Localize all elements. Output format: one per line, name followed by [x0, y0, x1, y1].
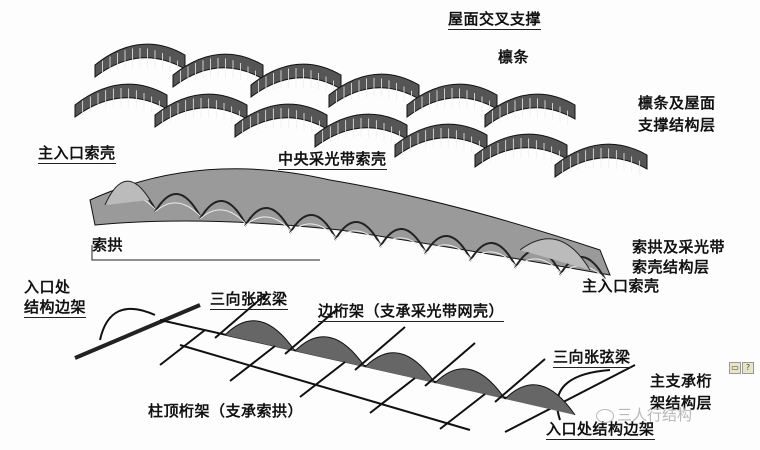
column: [229, 345, 276, 382]
minimize-button[interactable]: ▭: [729, 362, 741, 374]
cable-arch-mesh: [154, 202, 201, 217]
cable-arch-mesh: [514, 258, 561, 273]
roof-vault: [484, 93, 576, 129]
label-entrance-edge-frame-1: 入口处: [24, 278, 71, 296]
cable-arch-mesh: [244, 216, 291, 231]
column-top-truss-chord: [179, 344, 471, 431]
column: [214, 294, 266, 339]
column: [159, 329, 206, 366]
label-purlin-layer-2: 支撑结构层: [638, 116, 716, 134]
column: [369, 377, 416, 414]
cable-arch-mesh: [379, 237, 426, 252]
label-purlin-layer-1: 檩条及屋面: [638, 94, 716, 112]
cable-arch: [154, 193, 201, 217]
label-entrance-edge-frame-2: 结构边架: [24, 298, 87, 318]
tri-string-beam: [434, 368, 506, 400]
cable-arch-leader: [91, 245, 320, 261]
help-button[interactable]: ?: [742, 362, 754, 374]
cable-arch: [334, 221, 381, 245]
cable-arch: [559, 256, 606, 280]
label-main-entrance-shell-right: 主入口索壳: [582, 277, 660, 295]
cable-arch-mesh: [469, 251, 516, 266]
label-cable-arch-layer-1: 索拱及采光带: [632, 238, 726, 256]
label-main-truss-layer-1: 主支承桁: [650, 372, 713, 390]
label-column-top-truss: 柱顶桁架（支承索拱）: [148, 402, 304, 420]
label-cable-arch-layer-2: 索壳结构层: [632, 258, 710, 276]
entrance-edge-frame-left: [74, 303, 201, 360]
cable-arch: [244, 207, 291, 231]
label-edge-truss: 边桁架（支承采光带网壳）: [318, 302, 505, 322]
tri-string-beam: [294, 336, 366, 368]
column: [284, 310, 336, 355]
wechat-icon: [596, 408, 614, 423]
label-entrance-edge-frame-right: 入口处结构边架: [546, 420, 655, 440]
column: [439, 393, 486, 430]
entrance-shell-right: [519, 238, 591, 271]
cable-arch: [469, 242, 516, 266]
cable-arch: [199, 200, 246, 224]
entrance-arch-left: [99, 307, 156, 341]
label-central-skylight-shell: 中央采光带索壳: [278, 150, 387, 170]
roof-vault: [554, 143, 648, 178]
cable-arch: [379, 228, 426, 252]
entrance-edge-frame-right: [504, 364, 636, 433]
cable-arch-mesh: [334, 230, 381, 245]
entrance-arch-right: [556, 369, 611, 421]
tri-string-beam: [224, 320, 296, 352]
label-main-entrance-shell-left: 主入口索壳: [38, 144, 116, 164]
column: [354, 326, 406, 371]
label-main-truss-layer-2: 架结构层: [650, 394, 713, 412]
column: [424, 342, 476, 387]
cable-arch-mesh: [199, 209, 246, 224]
label-purlin: 檩条: [498, 48, 530, 66]
label-tri-beam-left: 三向张弦梁: [210, 290, 288, 310]
column: [494, 358, 546, 403]
label-cable-arch: 索拱: [92, 236, 124, 254]
cable-arch: [424, 235, 471, 259]
column: [299, 361, 346, 398]
label-roof-cross-bracing: 屋面交叉支撑: [448, 10, 542, 30]
label-tri-beam-right: 三向张弦梁: [553, 348, 631, 368]
tri-string-beam: [504, 384, 576, 416]
tri-string-beam: [364, 352, 436, 384]
cable-arch-mesh: [289, 223, 336, 238]
entrance-shell-left: [104, 180, 151, 206]
watermark: 三人行结构: [596, 404, 692, 425]
cable-arch: [289, 214, 336, 238]
cable-arch-mesh: [424, 244, 471, 259]
